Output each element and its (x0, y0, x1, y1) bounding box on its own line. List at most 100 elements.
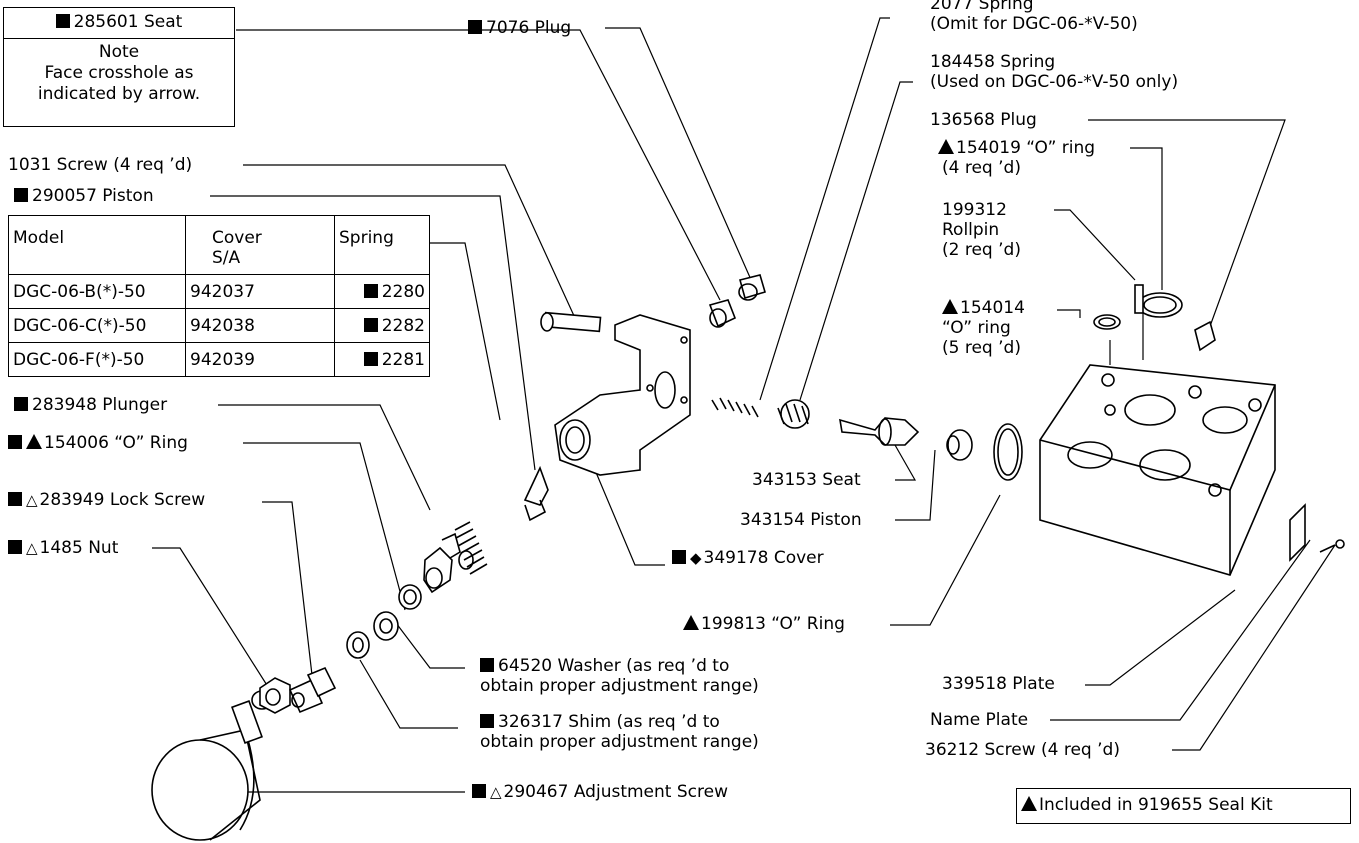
cell-spring-text: 2282 (381, 315, 425, 336)
label-oring-154019: 154019 “O” ring(4 req ’d) (938, 138, 1095, 178)
label-screw-36212: 36212 Screw (4 req ’d) (925, 740, 1120, 760)
label-seat-343153: 343153 Seat (752, 470, 861, 490)
spring-2077 (711, 397, 759, 418)
leader-cover (594, 469, 665, 566)
header-spring: Spring (334, 215, 430, 275)
cell-spring: 2281 (334, 342, 430, 377)
header-cover-line2: S/A (212, 248, 241, 268)
label-text: 349178 Cover (703, 548, 824, 568)
cell-spring-text: 2281 (381, 349, 425, 370)
square-marker-icon (14, 188, 28, 202)
label-text: (Omit for DGC-06-*V-50) (930, 14, 1138, 34)
header-model: Model (8, 215, 186, 275)
leader-seat-343153 (894, 444, 917, 481)
label-text: 199312 (942, 200, 1007, 220)
table-row: DGC-06-F(*)-50 942039 2281 (8, 342, 430, 377)
cover-349178 (554, 314, 691, 476)
plunger (423, 532, 461, 594)
label-piston-290057: 290057 Piston (14, 186, 154, 206)
label-text: (4 req ’d) (942, 158, 1021, 178)
leader-shim (359, 659, 458, 729)
triangle-marker-icon (938, 139, 954, 154)
label-plate-339518: 339518 Plate (942, 674, 1055, 694)
leader-plug-136568 (1088, 119, 1286, 341)
label-text: (2 req ’d) (942, 240, 1021, 260)
label-spring-184458: 184458 Spring(Used on DGC-06-*V-50 only) (930, 52, 1178, 92)
leader-piston-290057 (210, 195, 536, 471)
leader-oring-199813 (890, 494, 1001, 626)
square-marker-icon (468, 20, 482, 34)
rollpin-part (1134, 284, 1144, 314)
label-screw-1031: 1031 Screw (4 req ’d) (8, 155, 192, 175)
leader-piston-343154 (895, 449, 936, 521)
label-text: 154014 (960, 298, 1025, 318)
square-marker-icon (55, 14, 70, 28)
header-cover-line1: Cover (212, 228, 262, 248)
square-marker-icon (472, 784, 486, 798)
leader-oring-154006 (243, 442, 406, 611)
label-text: (Used on DGC-06-*V-50 only) (930, 72, 1179, 92)
label-text: 154006 “O” Ring (44, 433, 188, 453)
label-text: 1031 Screw (4 req ’d) (8, 155, 193, 175)
triangle-marker-icon (942, 299, 958, 314)
screw-36212-part (1319, 539, 1345, 553)
open-triangle-marker-icon: △ (26, 491, 38, 509)
leader-nut (152, 547, 271, 691)
label-text: 2077 Spring (930, 0, 1034, 14)
label-spring-2077: 2077 Spring(Omit for DGC-06-*V-50) (930, 0, 1138, 34)
label-text: 7076 Plug (486, 18, 572, 38)
oring-199813 (993, 423, 1023, 481)
diamond-marker-icon: ◆ (690, 549, 702, 567)
shim (346, 631, 370, 659)
cell-cover: 942038 (185, 308, 335, 343)
label-name-plate: Name Plate (930, 710, 1028, 730)
cell-model: DGC-06-B(*)-50 (8, 274, 186, 309)
label-plug-7076: 7076 Plug (468, 18, 571, 38)
name-plate-part (1289, 503, 1306, 562)
cell-cover: 942037 (185, 274, 335, 309)
label-text: 290057 Piston (32, 186, 154, 206)
leader-screw-36212 (1172, 544, 1336, 751)
leader-plunger (218, 404, 431, 511)
leader-spring-184458 (799, 81, 913, 401)
leader-nameplate (1050, 539, 1311, 721)
seal-kit-legend: Included in 919655 Seal Kit (1016, 788, 1351, 824)
label-cover-349178: ◆349178 Cover (672, 548, 824, 568)
label-text: 136568 Plug (930, 110, 1037, 130)
table-row: DGC-06-B(*)-50 942037 2280 (8, 274, 430, 309)
label-text: 290467 Adjustment Screw (503, 782, 728, 802)
label-oring-154014: 154014“O” ring(5 req ’d) (942, 298, 1025, 358)
label-text: 1485 Nut (39, 538, 119, 558)
seat-343153 (839, 417, 920, 446)
label-text: 339518 Plate (942, 674, 1055, 694)
label-text: 283948 Plunger (32, 395, 168, 415)
leader-spring-table (430, 242, 501, 421)
leader-rollpin (1054, 209, 1136, 281)
oring-154019-part (1137, 292, 1183, 318)
oring-154014-part (1093, 314, 1121, 330)
label-text: “O” ring (942, 318, 1011, 338)
leader-screw-1031 (243, 164, 576, 319)
plug-136568-part (1194, 320, 1216, 352)
screw-1031 (540, 311, 602, 333)
open-triangle-marker-icon: △ (26, 539, 38, 557)
label-text: 326317 Shim (as req ’d to (498, 712, 720, 732)
square-marker-icon (363, 283, 378, 298)
square-marker-icon (363, 317, 378, 332)
seat-285601 (708, 299, 737, 328)
leader-seat (236, 29, 721, 301)
leader-oring-154014 (1057, 309, 1081, 318)
label-text: 36212 Screw (4 req ’d) (925, 740, 1120, 760)
note-line-2: indicated by arrow. (37, 84, 201, 104)
label-text: 343153 Seat (752, 470, 861, 490)
label-nut-1485: △1485 Nut (8, 538, 118, 558)
square-marker-icon (14, 397, 28, 411)
nut-1485 (259, 677, 291, 714)
square-marker-icon (8, 492, 22, 506)
cell-model: DGC-06-C(*)-50 (8, 308, 186, 343)
leader-washer (389, 614, 465, 669)
cell-spring: 2282 (334, 308, 430, 343)
